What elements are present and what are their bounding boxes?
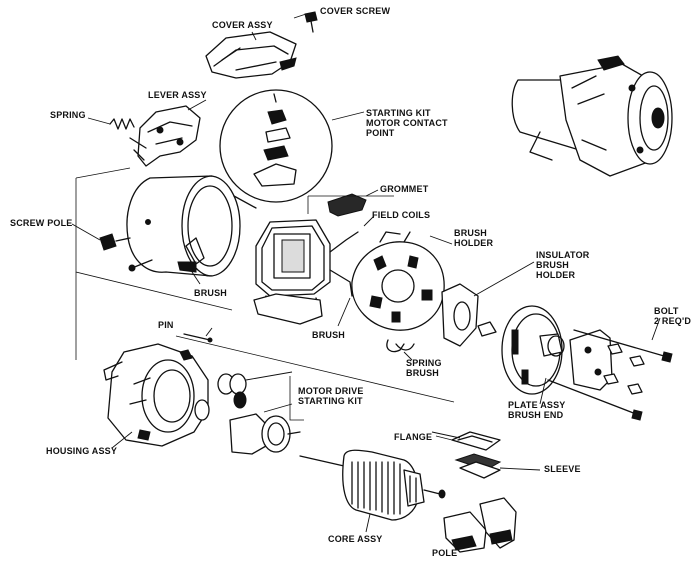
spring-brush-part [386,339,415,361]
lower-outline [75,272,455,421]
label-brush-holder: BRUSH HOLDER [454,228,514,248]
label-bolt: BOLT 2 REQ'D [654,306,700,326]
label-insulator-line2: BRUSH [536,260,570,270]
label-spring-brush: SPRING BRUSH [406,358,466,378]
lever-assy-part [129,105,201,167]
sleeve-part [454,453,541,479]
label-field-coils: FIELD COILS [372,210,431,220]
screw-pole-part [71,223,131,251]
pole-part [443,497,517,553]
assembled-starter-part [511,55,673,177]
label-motor-drive-line2: STARTING KIT [298,396,363,406]
label-starting-kit-line2: MOTOR CONTACT [366,118,448,128]
field-coils-part [253,219,359,325]
housing-assy-part [103,343,209,447]
label-plate-assy-line2: BRUSH END [508,410,564,420]
small-screw-part [128,259,153,272]
label-motor-drive-kit: MOTOR DRIVE STARTING KIT [298,386,388,406]
label-spring-brush-line2: BRUSH [406,368,440,378]
label-flange: FLANGE [394,432,433,442]
leader-lines [111,13,461,449]
label-insulator-line3: HOLDER [536,270,576,280]
label-motor-drive-line1: MOTOR DRIVE [298,386,364,396]
contact-point-detail [219,89,365,203]
label-starting-kit-contact: STARTING KIT MOTOR CONTACT POINT [366,108,476,138]
label-pin: PIN [158,320,174,330]
label-housing-assy: HOUSING ASSY [46,446,118,456]
label-spring-brush-line1: SPRING [406,358,442,368]
nuts-part [603,343,645,395]
label-brush-lower: BRUSH [312,330,346,340]
field-frame-part [126,175,257,277]
washers-part [217,371,293,409]
label-bolt-line1: BOLT [654,306,679,316]
cover-assy-part [205,31,297,79]
flange-part [435,431,501,451]
label-insulator-line1: INSULATOR [536,250,590,260]
label-starting-kit-line3: POINT [366,128,395,138]
grommet-part [327,189,379,217]
brush-holder-part [351,231,453,331]
label-screw-pole: SCREW POLE [10,218,73,228]
pin-part [183,333,213,343]
label-brush-holder-line1: BRUSH [454,228,488,238]
insulator-part [441,261,535,347]
label-brush-holder-line2: HOLDER [454,238,494,248]
core-assy-part [299,449,446,533]
label-bolt-line2: 2 REQ'D [654,316,692,326]
plate-assy-part [477,305,613,405]
cover-screw-part [304,11,318,33]
label-cover-assy: COVER ASSY [212,20,273,30]
label-grommet: GROMMET [380,184,429,194]
bolt-part [547,317,673,421]
label-insulator-brush-holder: INSULATOR BRUSH HOLDER [536,250,616,280]
label-starting-kit-line1: STARTING KIT [366,108,431,118]
label-plate-assy-line1: PLATE ASSY [508,400,566,410]
label-lever-assy: LEVER ASSY [148,90,207,100]
label-pole: POLE [432,548,458,558]
label-core-assy: CORE ASSY [328,534,383,544]
label-sleeve: SLEEVE [544,464,581,474]
label-brush-upper: BRUSH [194,288,228,298]
motor-drive-part [229,403,301,455]
label-plate-assy: PLATE ASSY BRUSH END [508,400,598,420]
label-spring: SPRING [50,110,86,120]
label-cover-screw: COVER SCREW [320,6,391,16]
bushing-part [194,399,210,421]
spring-part [87,117,135,130]
